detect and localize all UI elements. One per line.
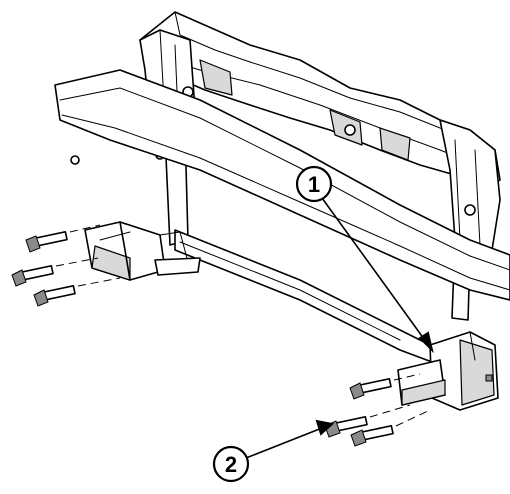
bolt-left-middle — [11, 257, 99, 287]
callout-2-circle — [212, 445, 250, 483]
bolt-right-bottom — [350, 409, 431, 447]
right-bolts — [324, 373, 431, 447]
left-crush-can — [84, 221, 201, 281]
bumper-beam — [54, 69, 510, 366]
callout-2-arrowhead — [315, 419, 335, 436]
callout-1-circle — [295, 165, 333, 203]
left-bolts — [11, 224, 121, 307]
callout-1-label: 1 — [308, 172, 320, 197]
right-crush-can — [397, 331, 499, 411]
callout-2: 2 — [212, 419, 335, 483]
bolt-right-top — [349, 373, 421, 400]
bolt-left-top — [25, 224, 101, 253]
callout-1-arrowhead — [418, 331, 434, 354]
callout-2-label: 2 — [225, 452, 237, 477]
bolt-left-bottom — [33, 277, 121, 307]
callout-1: 1 — [295, 165, 434, 354]
